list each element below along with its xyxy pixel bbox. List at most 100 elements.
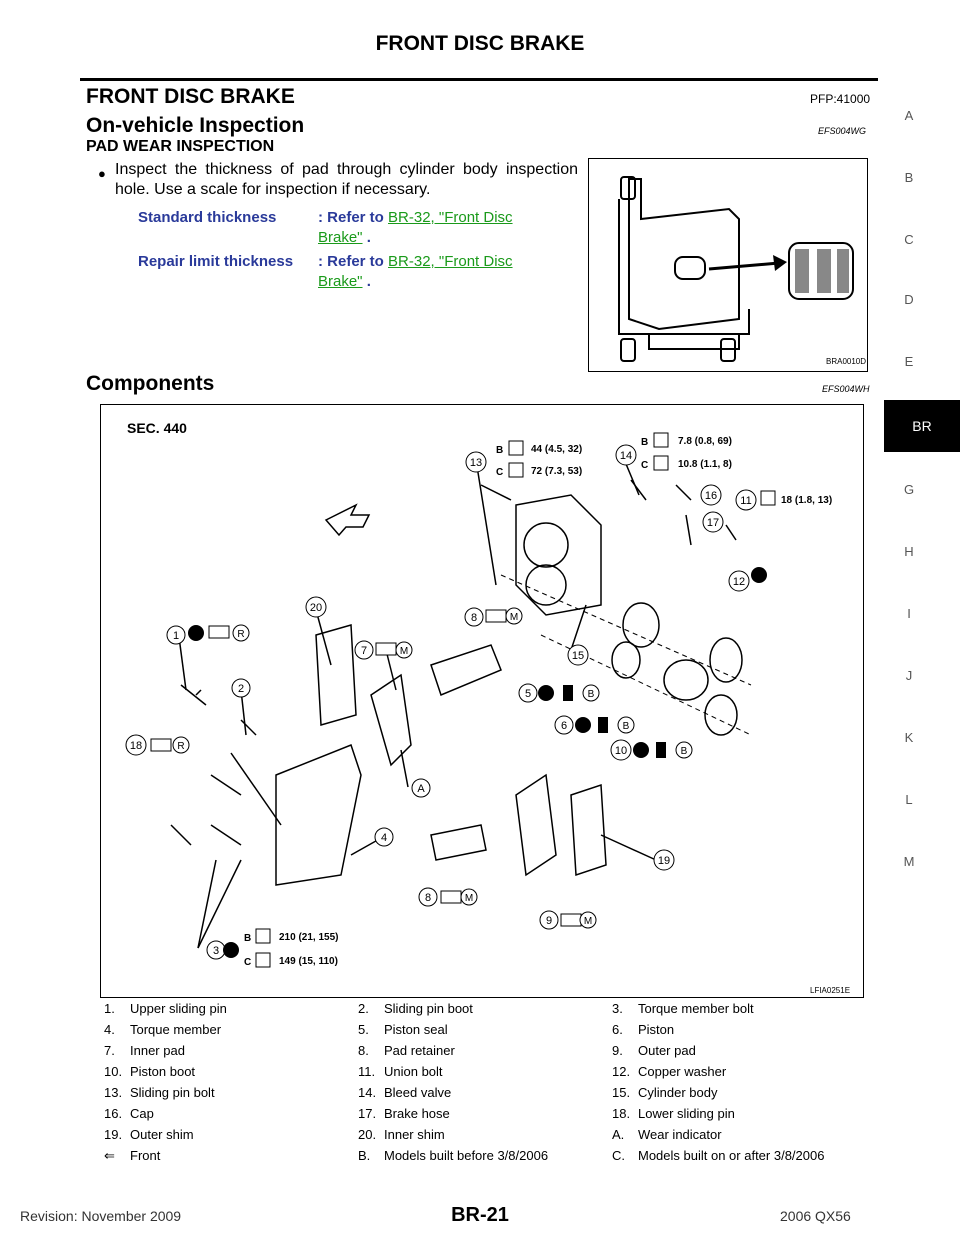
legend-number: 20. — [358, 1127, 377, 1142]
legend-label: Upper sliding pin — [130, 1001, 227, 1016]
svg-text:6: 6 — [561, 720, 567, 732]
side-tab-d[interactable]: D — [904, 292, 914, 307]
legend-number: 9. — [612, 1043, 623, 1058]
caliper-illustration — [618, 176, 854, 362]
svg-text:2: 2 — [238, 683, 244, 695]
side-tab-br-active[interactable]: BR — [884, 400, 960, 452]
callout-14: 14 — [615, 444, 637, 466]
legend-label: Outer pad — [638, 1043, 696, 1058]
legend-label: Torque member — [130, 1022, 222, 1037]
t3-b-letter: B — [244, 933, 251, 944]
legend-label: Piston seal — [384, 1022, 448, 1037]
callout-8b: 8 — [418, 887, 438, 907]
callout-group: 1 2 3 4 5 6 7 8 8 9 10 11 12 13 14 15 16… — [125, 444, 757, 960]
legend-label: Lower sliding pin — [638, 1106, 735, 1121]
side-tab-h[interactable]: H — [904, 544, 914, 559]
t13-b-value: 44 (4.5, 32) — [531, 444, 582, 455]
t13-b-letter: B — [496, 445, 503, 456]
standard-link[interactable]: BR-32, "Front Disc Brake" — [318, 209, 513, 246]
legend-cell: 20. Inner shim — [354, 1124, 608, 1145]
legend-cell: 14.Bleed valve — [354, 1082, 608, 1103]
pad-inspection-figure — [588, 158, 868, 372]
do-not-reuse-icon — [223, 942, 239, 958]
section-number-label: SEC. 440 — [127, 420, 187, 436]
svg-text:M: M — [465, 893, 473, 904]
torque-wrench-icon — [255, 952, 271, 968]
legend-cell: 10. Piston boot — [100, 1061, 354, 1082]
callout-18: 18 — [125, 734, 147, 756]
repair-link[interactable]: BR-32, "Front Disc Brake" — [318, 253, 513, 290]
side-tab-l[interactable]: L — [905, 792, 913, 807]
legend-number: C. — [612, 1148, 625, 1163]
header-rule — [80, 78, 878, 81]
side-tab-k[interactable]: K — [904, 730, 914, 745]
t3-c-letter: C — [244, 957, 251, 968]
legend-number: 6. — [612, 1022, 623, 1037]
legend-label: Inner shim — [384, 1127, 445, 1142]
exploded-view: 1 2 3 4 5 6 7 8 8 9 10 11 12 13 14 15 16… — [125, 432, 832, 968]
side-tab-a[interactable]: A — [904, 108, 914, 123]
legend-label: Models built before 3/8/2006 — [384, 1148, 549, 1163]
side-tab-b[interactable]: B — [904, 170, 914, 185]
side-tab-m[interactable]: M — [903, 854, 915, 869]
front-arrow-icon — [324, 503, 371, 537]
side-tab-g[interactable]: G — [903, 482, 915, 497]
callout-5: 5 — [518, 683, 538, 703]
brake-fluid-icon — [563, 685, 573, 701]
section-title: FRONT DISC BRAKE — [86, 85, 295, 108]
bullet-icon: ● — [98, 166, 106, 181]
callout-13: 13 — [465, 451, 487, 473]
legend-cell: 17.Brake hose — [354, 1103, 608, 1124]
legend-cell: 16.Cap — [100, 1103, 354, 1124]
legend-cell: 19.Outer shim — [100, 1124, 354, 1145]
legend-cell: 11.Union bolt — [354, 1061, 608, 1082]
inspection-title: On-vehicle Inspection — [86, 114, 305, 137]
legend-number: 10. — [104, 1064, 123, 1079]
legend-number: 13. — [104, 1085, 123, 1100]
components-code: EFS004WH — [822, 384, 870, 394]
svg-text:A: A — [417, 783, 425, 795]
side-tab-j[interactable]: J — [905, 668, 913, 683]
legend-label: Cap — [130, 1106, 154, 1121]
spec-standard-row: Standard thickness: Refer to BR-32, "Fro… — [138, 208, 538, 248]
legend-number: 5. — [358, 1022, 369, 1037]
repair-prefix: : Refer to — [318, 253, 384, 270]
grease-icon — [208, 625, 230, 639]
repair-suffix: . — [366, 273, 371, 290]
side-tab-c[interactable]: C — [904, 232, 914, 247]
marker-letters: R R M M M M B B B — [172, 607, 693, 929]
legend-number: 7. — [104, 1043, 115, 1058]
section-code: PFP:41000 — [810, 92, 871, 106]
legend-label: Front — [130, 1147, 161, 1163]
side-tab-i[interactable]: I — [907, 606, 911, 621]
legend-label: Piston boot — [130, 1064, 196, 1079]
svg-text:1: 1 — [173, 630, 179, 642]
svg-text:R: R — [177, 741, 184, 752]
do-not-reuse-icon — [575, 717, 591, 733]
legend-label: Cylinder body — [638, 1085, 718, 1100]
inspection-code: EFS004WG — [818, 126, 867, 136]
svg-text:15: 15 — [572, 650, 584, 662]
brake-fluid-icon — [656, 742, 666, 758]
svg-text:20: 20 — [310, 602, 322, 614]
svg-text:11: 11 — [740, 495, 751, 507]
footer-model: 2006 QX56 — [780, 1208, 851, 1224]
legend-label: Wear indicator — [638, 1127, 722, 1142]
t3-b-value: 210 (21, 155) — [279, 932, 339, 943]
t3-c-value: 149 (15, 110) — [279, 956, 338, 967]
footer-page-number: BR-21 — [451, 1204, 509, 1226]
marker-icons — [150, 567, 767, 958]
t13-c-value: 72 (7.3, 53) — [531, 466, 582, 477]
legend-number: ⇐ — [104, 1147, 115, 1163]
legend-cell: 18.Lower sliding pin — [608, 1103, 862, 1124]
legend-number: 1. — [104, 1001, 115, 1016]
svg-text:M: M — [510, 612, 518, 623]
callout-6: 6 — [554, 715, 574, 735]
repair-label: Repair limit thickness — [138, 253, 294, 270]
torque-wrench-icon — [653, 455, 669, 471]
legend-cell: 3.Torque member bolt — [608, 998, 862, 1019]
torque-wrench-icon — [255, 928, 271, 944]
side-tab-e[interactable]: E — [904, 354, 914, 369]
